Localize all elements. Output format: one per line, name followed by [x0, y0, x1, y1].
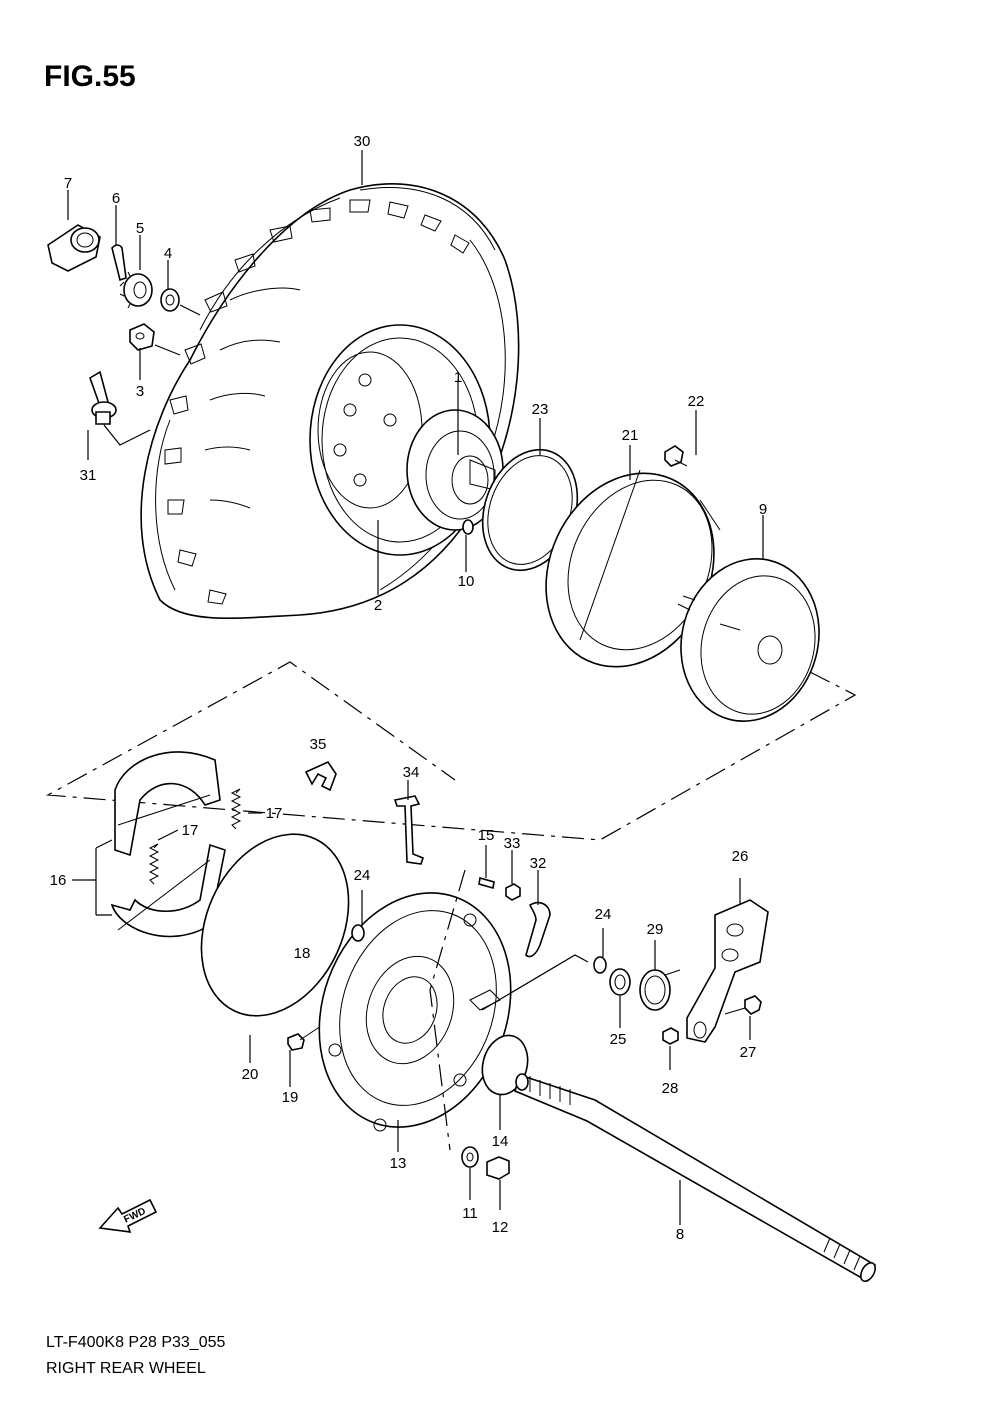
brake-arm-26[interactable]	[686, 899, 769, 1043]
pin-15[interactable]	[478, 876, 495, 890]
callout-32[interactable]: 32	[530, 855, 547, 872]
assembly-frame-line	[45, 661, 857, 841]
callout-23[interactable]: 23	[532, 401, 549, 418]
callout-29[interactable]: 29	[647, 921, 664, 938]
callout-1[interactable]: 1	[454, 369, 462, 386]
callout-16[interactable]: 16	[50, 872, 67, 889]
callout-27[interactable]: 27	[740, 1044, 757, 1061]
callout-12[interactable]: 12	[492, 1219, 509, 1236]
rear-axle-8[interactable]	[514, 1073, 878, 1284]
cable-guide-34[interactable]	[393, 795, 424, 865]
callout-34[interactable]: 34	[403, 764, 420, 781]
callout-22[interactable]: 22	[688, 393, 705, 410]
callout-24b[interactable]: 24	[595, 906, 612, 923]
callout-2[interactable]: 2	[374, 597, 382, 614]
section-name: RIGHT REAR WHEEL	[46, 1360, 206, 1377]
callout-8[interactable]: 8	[676, 1226, 684, 1243]
brake-panel-13[interactable]	[288, 866, 543, 1154]
washer-4[interactable]	[160, 288, 180, 312]
callout-10[interactable]: 10	[458, 573, 475, 590]
spring-17b[interactable]	[148, 843, 160, 885]
o-ring-24a[interactable]	[351, 924, 365, 942]
nut-3[interactable]	[129, 323, 155, 351]
callout-21[interactable]: 21	[622, 427, 639, 444]
nut-33[interactable]	[505, 883, 521, 901]
callout-24a[interactable]: 24	[354, 867, 371, 884]
model-code: LT-F400K8 P28 P33_055	[46, 1334, 226, 1351]
cotter-pin-6[interactable]	[111, 244, 127, 282]
hose-32[interactable]	[525, 901, 551, 958]
figure-title: FIG.55	[44, 60, 136, 93]
o-ring-10[interactable]	[462, 519, 474, 535]
bolt-27[interactable]	[724, 995, 762, 1015]
o-ring-20[interactable]	[173, 810, 377, 1040]
clip-35[interactable]	[304, 760, 337, 792]
washer-11[interactable]	[461, 1146, 479, 1168]
washer-25[interactable]	[609, 968, 631, 996]
bolt-12[interactable]	[486, 1156, 510, 1180]
spring-17a[interactable]	[230, 788, 242, 830]
valve-stem-31[interactable]	[89, 370, 117, 425]
callout-17b[interactable]: 17	[182, 822, 199, 839]
callout-7[interactable]: 7	[64, 175, 72, 192]
bolt-22[interactable]	[664, 445, 688, 467]
brake-shoe-lower-16[interactable]	[110, 843, 226, 938]
callout-6[interactable]: 6	[112, 190, 120, 207]
o-ring-24b[interactable]	[593, 956, 607, 974]
hub-1[interactable]	[406, 409, 504, 531]
callout-20[interactable]: 20	[242, 1066, 259, 1083]
callout-31[interactable]: 31	[80, 467, 97, 484]
callout-28[interactable]: 28	[662, 1080, 679, 1097]
callout-9[interactable]: 9	[759, 501, 767, 518]
callout-26[interactable]: 26	[732, 848, 749, 865]
callout-5[interactable]: 5	[136, 220, 144, 237]
callout-25[interactable]: 25	[610, 1031, 627, 1048]
hub-cap-7[interactable]	[47, 224, 101, 272]
nut-28[interactable]	[662, 1027, 679, 1045]
castle-nut-5[interactable]	[119, 271, 153, 309]
callout-19[interactable]: 19	[282, 1089, 299, 1106]
callout-3[interactable]: 3	[136, 383, 144, 400]
assembly-centreline	[429, 869, 466, 1151]
callout-14[interactable]: 14	[492, 1133, 509, 1150]
callout-30[interactable]: 30	[354, 133, 371, 150]
callout-17a[interactable]: 17	[266, 805, 283, 822]
brake-shoe-upper-16[interactable]	[114, 751, 221, 857]
callout-4[interactable]: 4	[164, 245, 172, 262]
callout-18[interactable]: 18	[294, 945, 311, 962]
callout-13[interactable]: 13	[390, 1155, 407, 1172]
callout-11[interactable]: 11	[462, 1205, 478, 1222]
callout-15[interactable]: 15	[478, 827, 495, 844]
callout-35[interactable]: 35	[310, 736, 327, 753]
callout-33[interactable]: 33	[504, 835, 521, 852]
spring-29[interactable]	[639, 969, 681, 1011]
fwd-arrow-icon: FWD	[98, 1198, 158, 1233]
brake-drum-9[interactable]	[663, 543, 837, 737]
